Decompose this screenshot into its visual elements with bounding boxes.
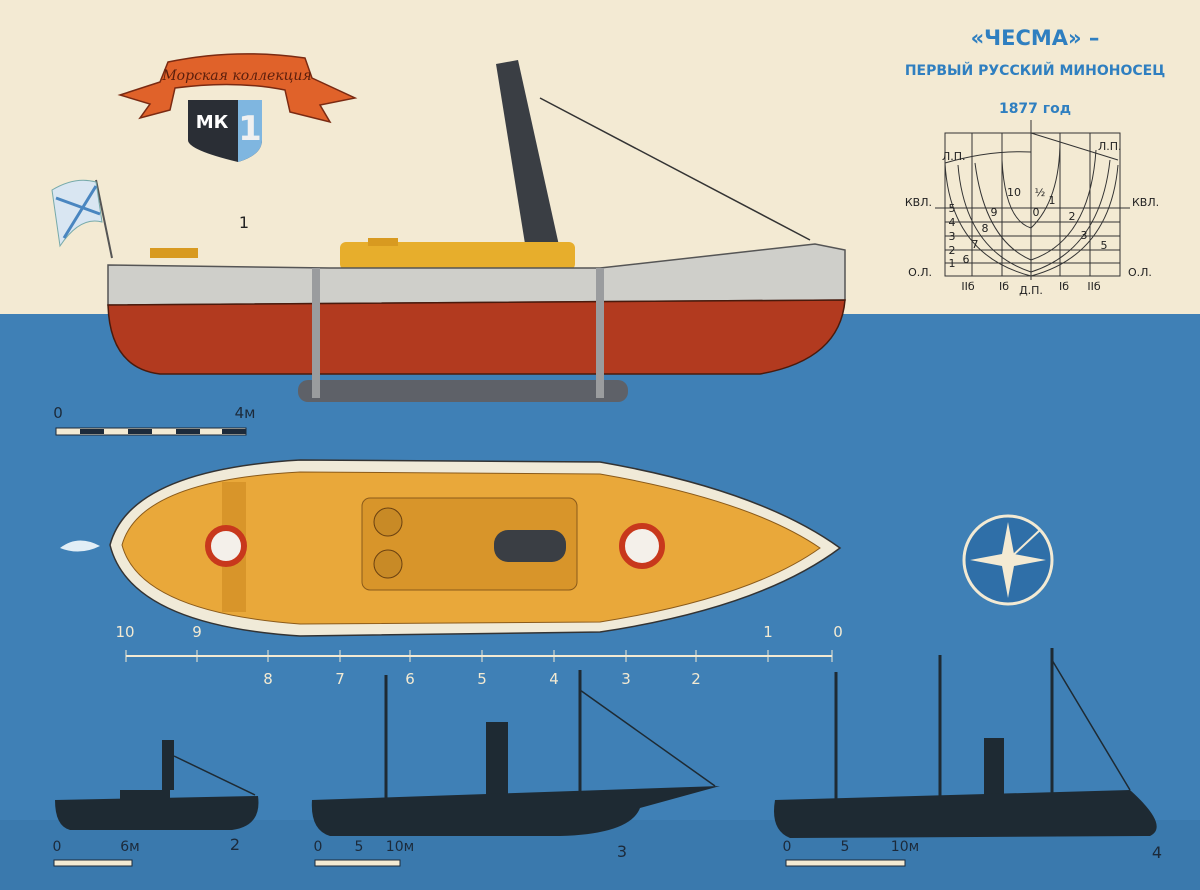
scale-bar bbox=[53, 859, 133, 867]
scale-tick-label: 6м bbox=[120, 839, 139, 855]
scale-tick-label: 0 bbox=[53, 839, 62, 855]
station-number: 2 bbox=[1069, 210, 1076, 223]
scale-tick-label: 5 bbox=[477, 670, 487, 688]
station-number: 5 bbox=[1101, 239, 1108, 252]
silhouette-4 bbox=[774, 648, 1157, 838]
scale-tick-label: 4 bbox=[549, 670, 559, 688]
logo-letters: МК bbox=[196, 112, 229, 133]
waterline-number: 1 bbox=[949, 257, 956, 270]
silhouette-label: 2 bbox=[230, 835, 240, 854]
body-plan-label: О.Л. bbox=[908, 266, 932, 279]
flag bbox=[51, 179, 113, 259]
title-name: «ЧЕСМА» – bbox=[971, 26, 1100, 50]
scale-tick-label: 10м bbox=[386, 839, 414, 855]
logo-ribbon-text: Морская коллекция bbox=[161, 68, 311, 84]
station-number: 0 bbox=[1033, 206, 1040, 219]
waterline-number: 4 bbox=[949, 216, 956, 229]
silhouette-2 bbox=[55, 740, 259, 830]
scale-tick-label: 0 bbox=[783, 839, 792, 855]
compass-emblem bbox=[962, 514, 1054, 606]
station-number: 3 bbox=[1081, 229, 1088, 242]
buttock-label: IIб bbox=[961, 280, 974, 293]
waterline-number: 3 bbox=[949, 230, 956, 243]
body-plan-label: КВЛ. bbox=[905, 196, 932, 209]
scale-bar bbox=[314, 859, 401, 867]
body-plan-label: Л.П. bbox=[1098, 140, 1122, 153]
station-number: 6 bbox=[963, 253, 970, 266]
silhouette-label: 3 bbox=[617, 842, 627, 861]
scale-bar bbox=[785, 859, 906, 867]
paper-background bbox=[0, 0, 1200, 318]
station-number: 9 bbox=[991, 206, 998, 219]
station-number: 1 bbox=[1049, 194, 1056, 207]
body-plan-label: О.Л. bbox=[1128, 266, 1152, 279]
scale-tick-label: 1 bbox=[763, 623, 773, 641]
hull-lower bbox=[107, 299, 846, 375]
scale-tick-label: 5 bbox=[841, 839, 850, 855]
scale-end: 4м bbox=[235, 404, 256, 422]
station-number: 8 bbox=[982, 222, 989, 235]
station-number: ½ bbox=[1035, 186, 1046, 199]
side-view-ship: 1 bbox=[107, 60, 846, 402]
scale-start: 0 bbox=[53, 404, 63, 422]
side-view-label: 1 bbox=[239, 213, 249, 232]
body-plan-diagram bbox=[935, 120, 1130, 280]
station-number: 7 bbox=[972, 238, 979, 251]
title-subtitle: ПЕРВЫЙ РУССКИЙ МИНОНОСЕЦ bbox=[905, 62, 1165, 79]
logo: Морская коллекция МК 1 bbox=[117, 53, 358, 162]
buttock-label: Iб bbox=[1059, 280, 1069, 293]
waterline-number: 2 bbox=[949, 244, 956, 257]
buttock-label: Iб bbox=[999, 280, 1009, 293]
station-number: 10 bbox=[1007, 186, 1021, 199]
waterline-number: 5 bbox=[949, 202, 956, 215]
body-plan-label: Д.П. bbox=[1019, 284, 1043, 297]
scale-tick-label: 9 bbox=[192, 623, 202, 641]
funnel bbox=[496, 60, 560, 250]
silhouette-labels: 2 0 6м 3 0 5 10м 4 0 5 10м bbox=[53, 835, 1162, 867]
buttock-label: IIб bbox=[1087, 280, 1100, 293]
scale-tick-label: 10 bbox=[115, 623, 134, 641]
title-year: 1877 год bbox=[999, 101, 1071, 117]
torpedo-tube bbox=[298, 380, 628, 402]
boiler-casing bbox=[340, 242, 575, 270]
scale-tick-label: 2 bbox=[691, 670, 701, 688]
scale-tick-label: 0 bbox=[833, 623, 843, 641]
scale-tick-label: 3 bbox=[621, 670, 631, 688]
scale-tick-label: 5 bbox=[355, 839, 364, 855]
scale-tick-label: 0 bbox=[314, 839, 323, 855]
scale-tick-label: 7 bbox=[335, 670, 345, 688]
silhouette-3 bbox=[311, 670, 720, 836]
side-scale: 0 4м bbox=[53, 404, 256, 436]
scale-tick-label: 8 bbox=[263, 670, 273, 688]
silhouette-label: 4 bbox=[1152, 843, 1162, 862]
scale-tick-label: 10м bbox=[891, 839, 919, 855]
logo-number: 1 bbox=[238, 109, 262, 149]
scale-tick-label: 6 bbox=[405, 670, 415, 688]
body-plan-label: Л.П. bbox=[942, 150, 966, 163]
top-view-ship bbox=[60, 459, 842, 637]
body-plan-label: КВЛ. bbox=[1132, 196, 1159, 209]
